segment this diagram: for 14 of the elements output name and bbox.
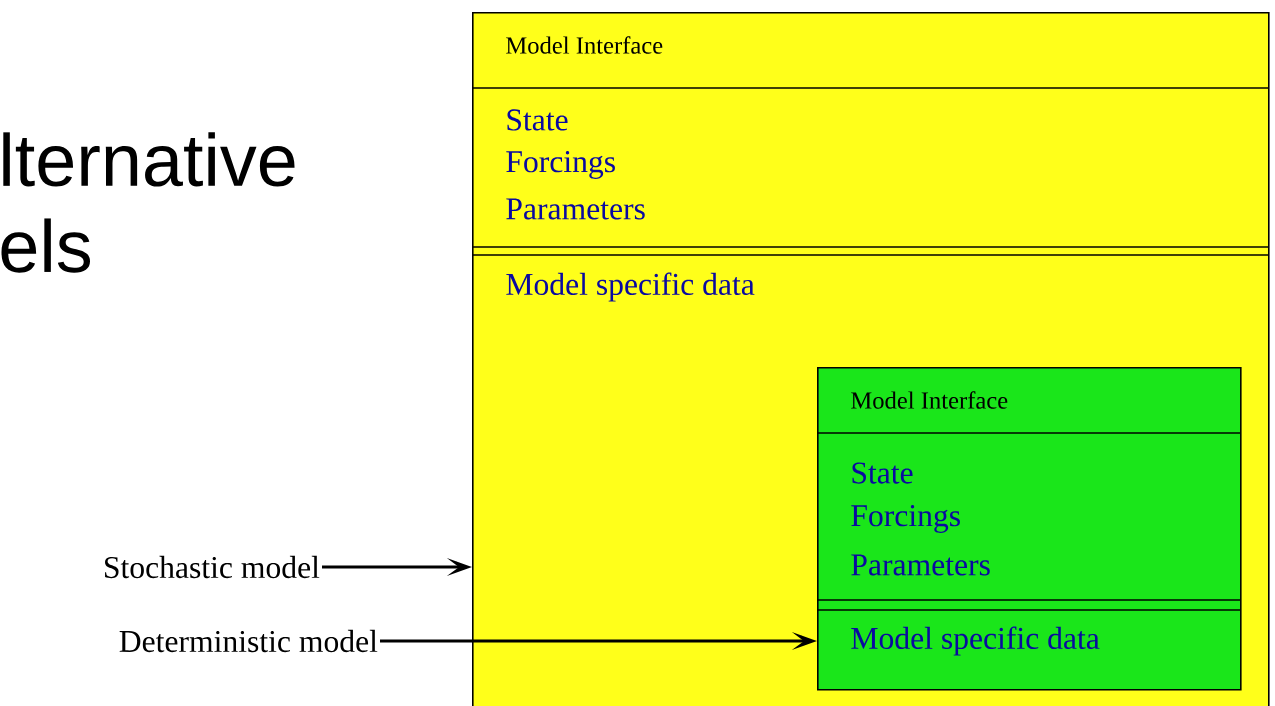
model-label: Deterministic model — [119, 629, 378, 653]
compartment-item: Forcings — [851, 505, 960, 533]
compartment-item: State — [507, 109, 568, 131]
compartment-item: Forcings — [506, 151, 615, 179]
compartment-item: Parameters — [506, 198, 645, 220]
compartment-item: Model specific data — [851, 626, 1100, 656]
compartment-heading: Model Interface — [851, 391, 1008, 409]
compartment-heading: Model Interface — [506, 36, 663, 54]
compartment-item: State — [852, 462, 913, 484]
compartment-item: Model specific data — [506, 272, 755, 302]
compartment-item: Parameters — [851, 554, 990, 576]
class-box — [816, 367, 1242, 691]
slide-title: lternative els — [1, 132, 295, 273]
model-label: Stochastic model — [105, 555, 320, 579]
